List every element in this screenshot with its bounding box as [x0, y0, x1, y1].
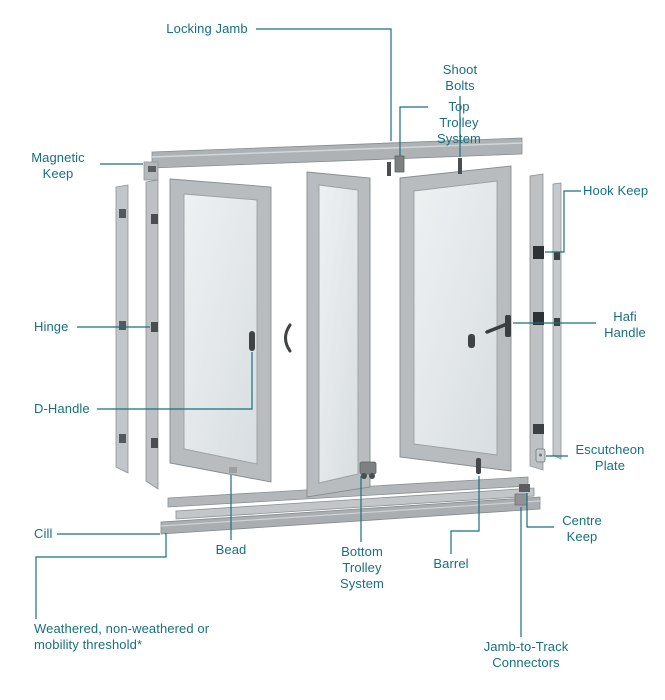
d-handle-hardware: [249, 331, 255, 351]
keep-mark: [554, 318, 560, 326]
d-handle-curve: [284, 323, 292, 353]
keep-mark: [554, 252, 560, 260]
label-d-handle: D-Handle: [34, 401, 90, 416]
leader-hook-keep: [545, 190, 581, 253]
keep-mark: [151, 214, 158, 224]
door-panel-right: [399, 165, 512, 472]
leader-top-trolley-system: [399, 106, 428, 156]
magnetic-keep-jamb: [143, 161, 159, 490]
bottom-tracks: [160, 476, 541, 535]
leader-threshold: [35, 533, 167, 619]
label-bottom-trolley-system: Bottom Trolley System: [340, 544, 384, 591]
barrel-part: [476, 458, 481, 474]
label-shoot-bolts: Shoot Bolts: [442, 62, 478, 93]
label-centre-keep: Centre Keep: [562, 513, 602, 544]
label-threshold: Weathered, non-weathered or mobility thr…: [34, 621, 210, 652]
shoot-bolt-pin: [458, 158, 462, 174]
trolley-wheel: [361, 473, 367, 479]
keep-mark: [151, 438, 158, 448]
centre-keep-part: [519, 484, 530, 492]
label-hook-keep: Hook Keep: [583, 183, 649, 198]
hook-keep-part: [533, 246, 544, 259]
bottom-track-bar: [175, 487, 535, 520]
hook-keep-jamb: [529, 173, 544, 471]
label-bead: Bead: [215, 542, 247, 557]
leader-barrel: [450, 476, 480, 554]
bead-part: [229, 467, 237, 473]
hinge-mark: [119, 321, 126, 330]
hinge-part: [151, 322, 158, 332]
bottom-trolley-part: [359, 461, 377, 475]
leader-d-handle: [97, 352, 253, 410]
door-panel-left: [169, 178, 272, 483]
magnetic-keep-part: [148, 166, 156, 172]
keep-mark: [533, 424, 544, 434]
leader-centre-keep: [526, 493, 554, 528]
hardware: [229, 155, 546, 506]
hook-keep-part: [533, 312, 544, 325]
trolley-wheel: [369, 473, 375, 479]
jamb-to-track-connector-part: [514, 493, 528, 506]
handle-back-plate: [468, 334, 475, 348]
hafi-handle-hardware: [505, 315, 511, 337]
label-cill: Cill: [34, 526, 53, 541]
top-trolley-part: [394, 155, 405, 173]
leader-lines: [35, 28, 596, 637]
right-jamb: [552, 182, 562, 460]
door-panel-middle: [306, 171, 371, 498]
label-top-trolley-system: Top Trolley System: [437, 99, 481, 146]
hafi-handle-lever: [485, 322, 509, 334]
label-hinge: Hinge: [34, 319, 69, 334]
label-hafi-handle: Hafi Handle: [604, 309, 646, 340]
cill-bar: [160, 496, 541, 535]
label-jamb-to-track-connectors: Jamb-to-Track Connectors: [483, 639, 569, 670]
hinge-mark: [119, 434, 126, 443]
shoot-bolt-pin: [387, 162, 391, 176]
label-magnetic-keep: Magnetic Keep: [31, 150, 85, 181]
hinge-mark: [119, 209, 126, 218]
escutcheon-hole: [539, 453, 542, 457]
label-locking-jamb: Locking Jamb: [166, 21, 248, 36]
left-jamb: [115, 184, 129, 474]
leader-locking-jamb: [256, 28, 392, 141]
label-barrel: Barrel: [433, 556, 469, 571]
label-escutcheon-plate: Escutcheon Plate: [575, 442, 645, 473]
